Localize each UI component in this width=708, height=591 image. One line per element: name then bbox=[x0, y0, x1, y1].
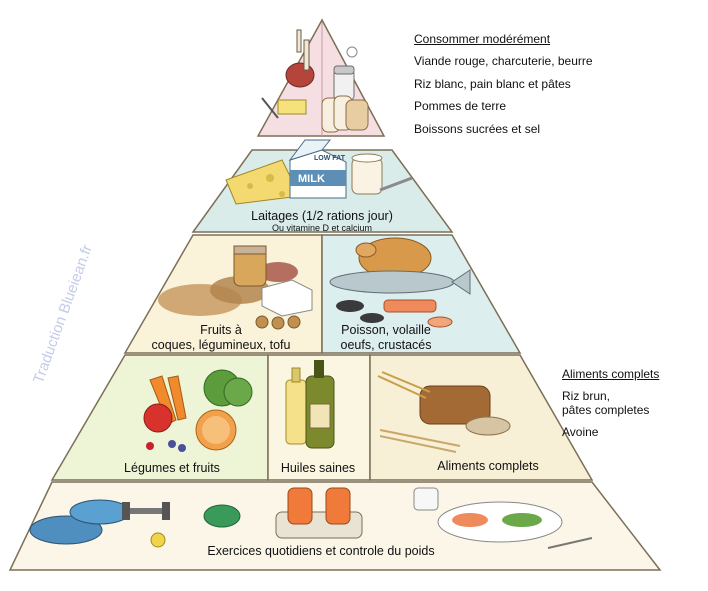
butter-illustration bbox=[261, 97, 307, 119]
melon-illustration bbox=[195, 409, 237, 451]
whole-grains-heading: Aliments complets bbox=[562, 367, 660, 381]
red-meat-illustration bbox=[285, 29, 315, 88]
milk-carton-top-text: LOW FAT bbox=[314, 155, 346, 162]
whole-grains-item: Riz brun, pâtes completes bbox=[562, 388, 650, 417]
tofu-illustration bbox=[261, 279, 313, 317]
shrimp-salmon-illustration bbox=[336, 299, 453, 328]
oil-bottles-illustration bbox=[285, 360, 335, 449]
salt-shaker-illustration bbox=[333, 46, 358, 101]
moderate-item: Riz blanc, pain blanc et pâtes bbox=[414, 76, 571, 91]
vegetables-label: Légumes et fruits bbox=[124, 461, 220, 475]
fish-illustration bbox=[329, 269, 471, 295]
yogurt-cup-illustration bbox=[351, 153, 413, 195]
nuts-label-line1: Fruits à bbox=[200, 323, 242, 337]
milk-carton-illustration bbox=[288, 139, 347, 199]
moderate-item: Pommes de terre bbox=[414, 99, 507, 114]
grains-label: Aliments complets bbox=[437, 459, 539, 473]
milk-carton-text: MILK bbox=[298, 173, 325, 185]
whole-grains-item: Avoine bbox=[562, 425, 599, 440]
nuts-label-line2: coques, légumineux, tofu bbox=[151, 338, 291, 352]
protein-label-line2: oeufs, crustacés bbox=[340, 338, 432, 352]
whole-grains-note: Aliments complets Riz brun, pâtes comple… bbox=[562, 367, 660, 449]
moderate-heading: Consommer modérément bbox=[414, 32, 551, 46]
apple-illustration bbox=[143, 403, 173, 433]
scale-with-feet-illustration bbox=[275, 487, 363, 539]
berries-illustration bbox=[146, 440, 186, 452]
exercise-label: Exercices quotidiens et controle du poid… bbox=[207, 544, 435, 558]
protein-label-line1: Poisson, volaille bbox=[341, 323, 431, 337]
dumbbells-illustration bbox=[122, 502, 170, 520]
walnuts-illustration bbox=[255, 315, 301, 330]
sneakers-illustration bbox=[29, 499, 131, 545]
dairy-label: Laitages (1/2 rations jour) bbox=[251, 209, 393, 223]
white-bread-illustration bbox=[321, 95, 369, 133]
plate-with-meal-illustration bbox=[413, 487, 593, 549]
moderate-item: Viande rouge, charcuterie, beurre bbox=[414, 53, 593, 68]
moderate-consumption-list: Consommer modérément Viande rouge, charc… bbox=[414, 32, 593, 146]
whole-grains-illustration bbox=[377, 371, 511, 453]
dairy-sublabel: Ou vitamine D et calcium bbox=[271, 223, 373, 233]
broccoli-illustration bbox=[203, 369, 253, 407]
ping-pong-paddle-illustration bbox=[150, 504, 241, 548]
nuts-legumes-illustration bbox=[158, 245, 298, 316]
moderate-item: Boissons sucrées et sel bbox=[414, 122, 541, 137]
oils-label: Huiles saines bbox=[280, 461, 356, 475]
